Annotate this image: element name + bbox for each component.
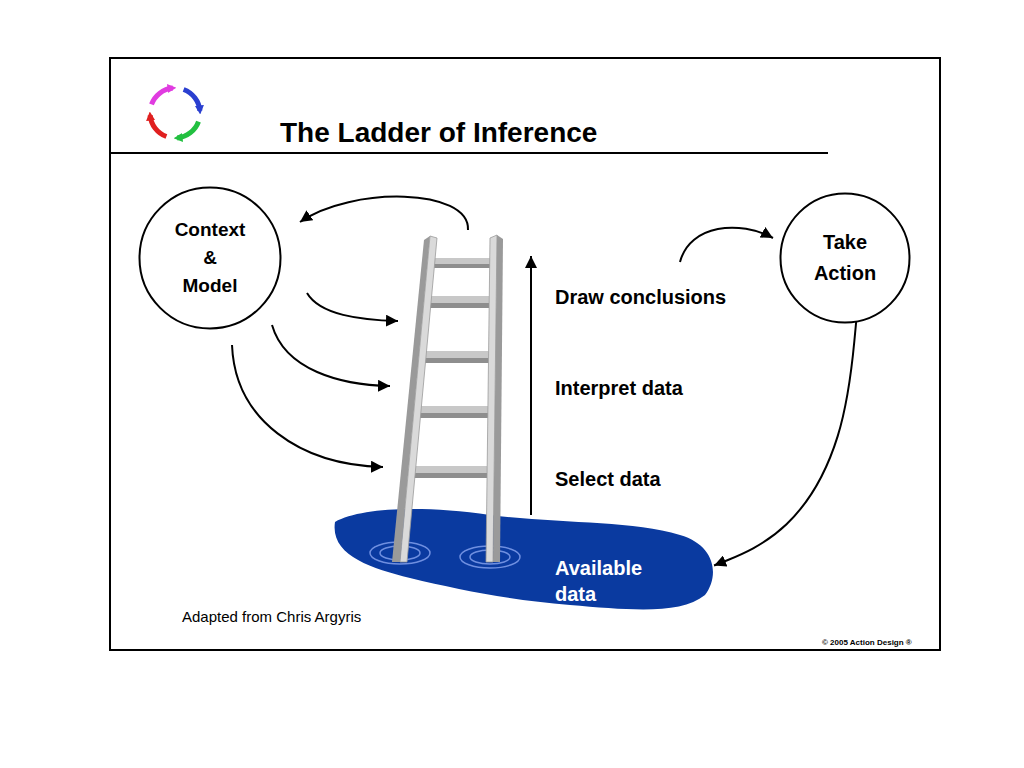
influence-arrow — [307, 293, 398, 321]
ladder-rung — [414, 473, 488, 478]
ladder-rung — [433, 264, 490, 268]
logo-arc — [152, 88, 173, 104]
action-arrow — [680, 228, 773, 262]
copyright-note: © 2005 Action Design ® — [822, 638, 912, 648]
ladder-rung — [414, 466, 487, 473]
ladder-rung — [434, 258, 491, 264]
logo-arc — [184, 90, 200, 111]
ladder-rung — [425, 351, 489, 358]
page-frame — [110, 58, 940, 650]
diagram-title: The Ladder of Inference — [280, 116, 597, 150]
feedback-arrow — [300, 197, 468, 230]
climb-arrow — [530, 256, 532, 515]
data-pool: Available data — [330, 500, 716, 615]
source-note: Adapted from Chris Argyris — [182, 608, 361, 626]
cycle-logo — [150, 88, 200, 138]
ladder-rail — [400, 236, 437, 562]
circle-shape — [140, 188, 281, 329]
node-label: Available data — [555, 555, 655, 607]
ladder-rail — [493, 235, 503, 562]
ladder — [392, 235, 503, 562]
flow-arrows — [232, 197, 773, 515]
ladder-rung — [424, 358, 489, 363]
context-circle: Context & Model — [138, 186, 282, 330]
flow-connector — [714, 322, 856, 566]
logo-arc — [150, 115, 166, 136]
ladder-rung — [429, 303, 489, 308]
ladder-rung — [419, 413, 488, 418]
ladder-step: Select data — [555, 466, 661, 492]
node-label: Take Action — [805, 227, 885, 289]
node-label: Context & Model — [174, 216, 246, 300]
data-pool-outline — [330, 500, 716, 615]
ladder-step: Interpret data — [555, 375, 683, 401]
action-circle-outline — [779, 192, 911, 324]
ladder-rung — [420, 406, 489, 413]
pool-shape — [335, 509, 713, 609]
title-rule — [110, 152, 828, 154]
ladder-step: Draw conclusions — [555, 284, 726, 310]
action-circle: Take Action — [779, 192, 911, 324]
circle-shape — [781, 194, 910, 323]
influence-arrow — [272, 325, 390, 386]
influence-arrow — [232, 345, 383, 467]
ladder-rung — [430, 296, 490, 303]
logo-arc — [177, 122, 198, 138]
